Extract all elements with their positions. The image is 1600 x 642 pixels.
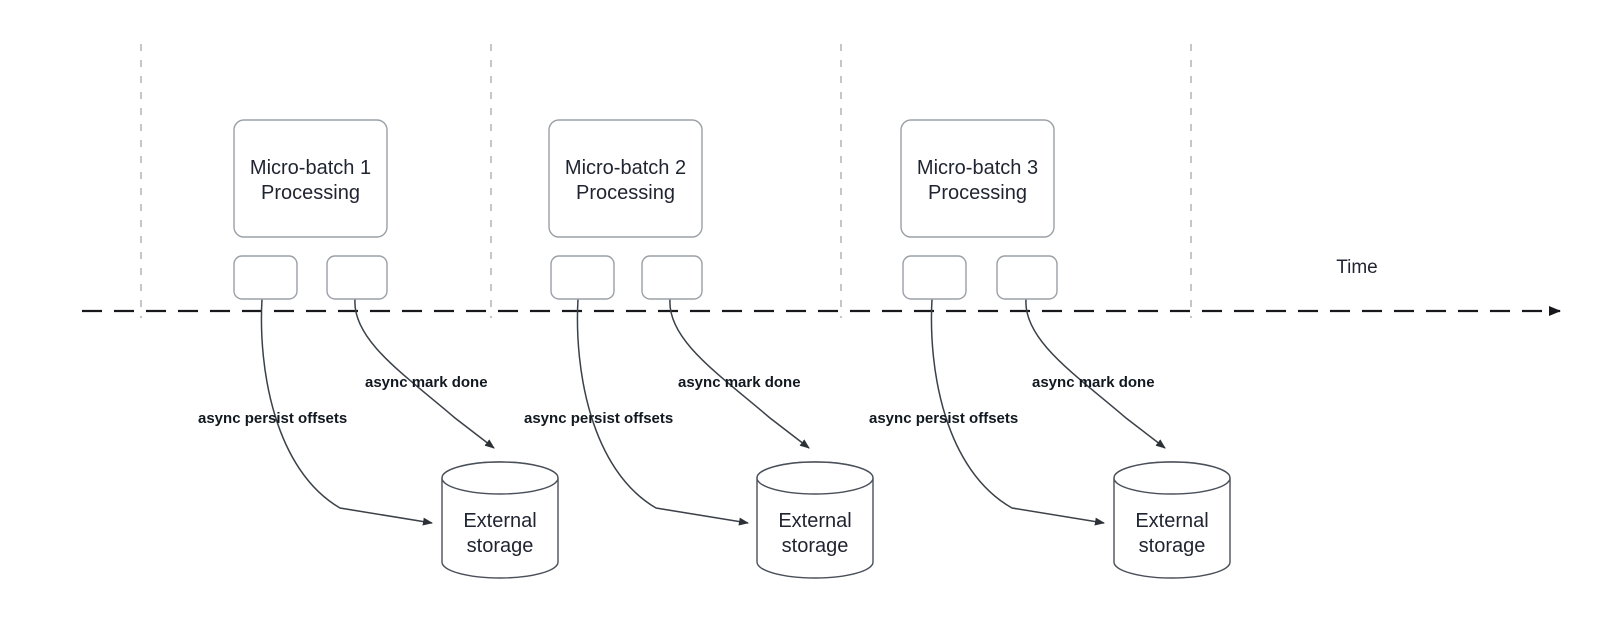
- external-storage-label-line2: storage: [782, 535, 849, 557]
- micro-batch-label-line1: Micro-batch 3: [917, 157, 1038, 179]
- edge-async-mark-done: [1025, 298, 1166, 449]
- labels-layer: Time Micro-batch 1 Processing async persist…: [198, 157, 1378, 557]
- task-box-persist[interactable]: [902, 255, 967, 300]
- external-storage-cylinder-top[interactable]: [441, 461, 559, 495]
- edge-async-mark-done: [354, 298, 495, 449]
- shapes-layer: [233, 119, 1231, 579]
- task-box-mark[interactable]: [641, 255, 703, 300]
- micro-batch-box[interactable]: [900, 119, 1055, 238]
- timeline-axis-label: Time: [1336, 257, 1378, 278]
- edge-async-persist-offsets-label: async persist offsets: [198, 410, 347, 427]
- edge-async-mark-done-label: async mark done: [1032, 374, 1155, 391]
- micro-batch-box[interactable]: [548, 119, 703, 238]
- edge-async-persist-offsets: [260, 298, 433, 526]
- edge-async-persist-offsets-label: async persist offsets: [869, 410, 1018, 427]
- external-storage-label-line1: External: [778, 510, 851, 532]
- micro-batch-label-line2: Processing: [576, 182, 675, 204]
- edges-layer: [260, 298, 1166, 526]
- edge-async-mark-done: [669, 298, 810, 449]
- external-storage-label-line2: storage: [467, 535, 534, 557]
- micro-batch-box[interactable]: [233, 119, 388, 238]
- edge-async-persist-offsets: [576, 298, 749, 526]
- edge-async-mark-done-label: async mark done: [365, 374, 488, 391]
- task-box-persist[interactable]: [233, 255, 298, 300]
- gridlines-layer: [140, 44, 1192, 318]
- external-storage-cylinder-top[interactable]: [756, 461, 874, 495]
- edge-async-mark-done-label: async mark done: [678, 374, 801, 391]
- micro-batch-label-line1: Micro-batch 2: [565, 157, 686, 179]
- external-storage-label-line2: storage: [1139, 535, 1206, 557]
- task-box-mark[interactable]: [326, 255, 388, 300]
- external-storage-cylinder-top[interactable]: [1113, 461, 1231, 495]
- task-box-persist[interactable]: [550, 255, 615, 300]
- edge-async-persist-offsets: [930, 298, 1105, 526]
- task-box-mark[interactable]: [996, 255, 1058, 300]
- micro-batch-label-line2: Processing: [261, 182, 360, 204]
- external-storage-label-line1: External: [1135, 510, 1208, 532]
- micro-batch-label-line1: Micro-batch 1: [250, 157, 371, 179]
- micro-batch-label-line2: Processing: [928, 182, 1027, 204]
- edge-async-persist-offsets-label: async persist offsets: [524, 410, 673, 427]
- external-storage-label-line1: External: [463, 510, 536, 532]
